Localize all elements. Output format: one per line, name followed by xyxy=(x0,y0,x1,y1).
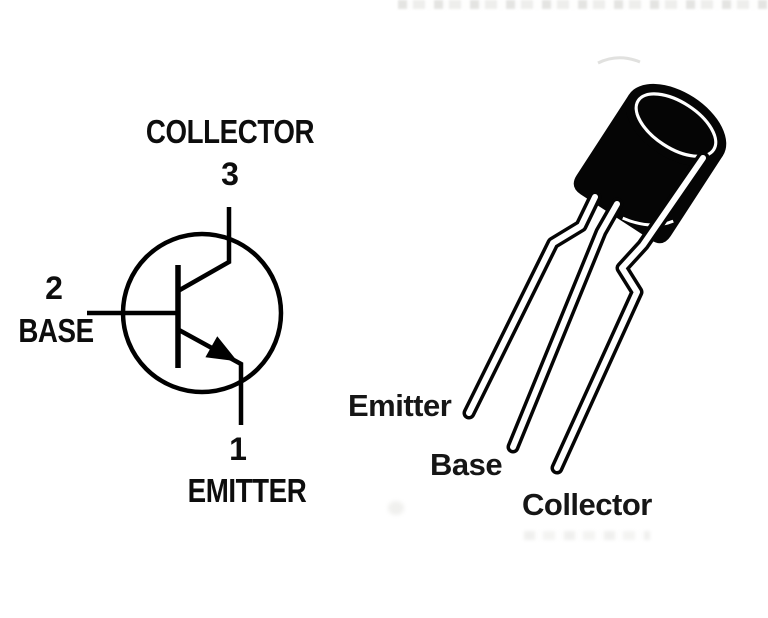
crop-artifact-top xyxy=(398,0,768,9)
collector-lead-line xyxy=(176,207,232,293)
leg-collector xyxy=(550,151,710,475)
package-emitter-label: Emitter xyxy=(348,388,452,423)
base-pin-number: 2 xyxy=(45,270,63,306)
collector-pin-number: 3 xyxy=(221,156,239,192)
crop-artifact-dot xyxy=(388,501,404,515)
emitter-pin-number: 1 xyxy=(229,431,247,467)
crop-artifact-wisp xyxy=(597,56,641,65)
leg-emitter xyxy=(462,190,602,420)
emitter-lead-line xyxy=(177,328,244,425)
emitter-label: EMITTER xyxy=(187,472,307,509)
package-top-cap xyxy=(625,83,727,167)
crop-artifact-bottom xyxy=(524,531,650,540)
package-collector-label: Collector xyxy=(522,487,652,522)
package-top-rim xyxy=(634,92,718,158)
leg-base xyxy=(506,197,624,454)
package-base-label: Base xyxy=(430,447,503,482)
emitter-arrow-icon xyxy=(205,336,238,362)
base-label: BASE xyxy=(18,312,94,349)
collector-label: COLLECTOR xyxy=(145,113,315,150)
